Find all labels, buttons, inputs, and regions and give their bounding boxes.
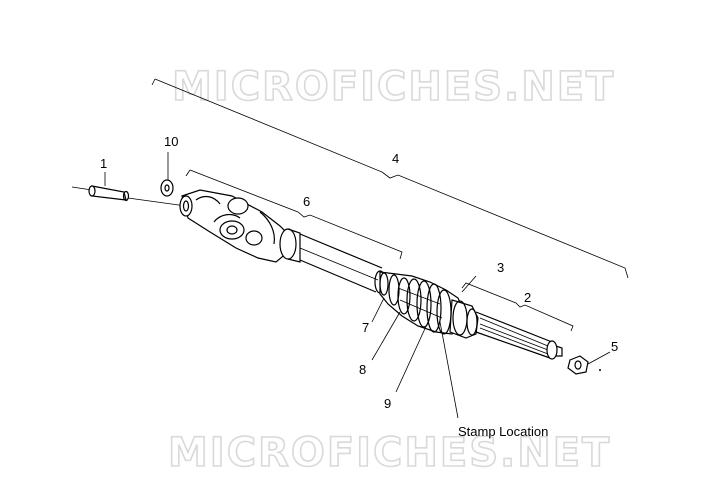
- outer-joint-housing: [449, 299, 479, 339]
- part-10-washer: [160, 152, 174, 197]
- callout-10: 10: [164, 134, 178, 149]
- bracket-4: [151, 78, 629, 279]
- part-1-pin: [71, 185, 187, 207]
- callout-6: 6: [303, 194, 310, 209]
- watermark-bottom: MICROFICHES.NET: [168, 430, 611, 476]
- part-5-nut: [567, 351, 611, 375]
- callout-2: 2: [524, 290, 531, 305]
- leader-lines: [104, 172, 477, 419]
- cv-joint-yoke: [179, 189, 291, 263]
- watermark-top: MICROFICHES.NET: [172, 64, 615, 110]
- bracket-6: [185, 169, 403, 260]
- callout-1: 1: [100, 156, 107, 171]
- axle-shaft: [279, 228, 386, 294]
- splined-stub-shaft: [475, 311, 563, 360]
- stamp-location-label: Stamp Location: [458, 424, 548, 439]
- callout-7: 7: [362, 320, 369, 335]
- bracket-2: [461, 282, 574, 332]
- callout-4: 4: [392, 151, 399, 166]
- callout-3: 3: [497, 260, 504, 275]
- callout-9: 9: [384, 396, 391, 411]
- marker-dot: [599, 369, 601, 371]
- callout-5: 5: [611, 339, 618, 354]
- callout-8: 8: [359, 362, 366, 377]
